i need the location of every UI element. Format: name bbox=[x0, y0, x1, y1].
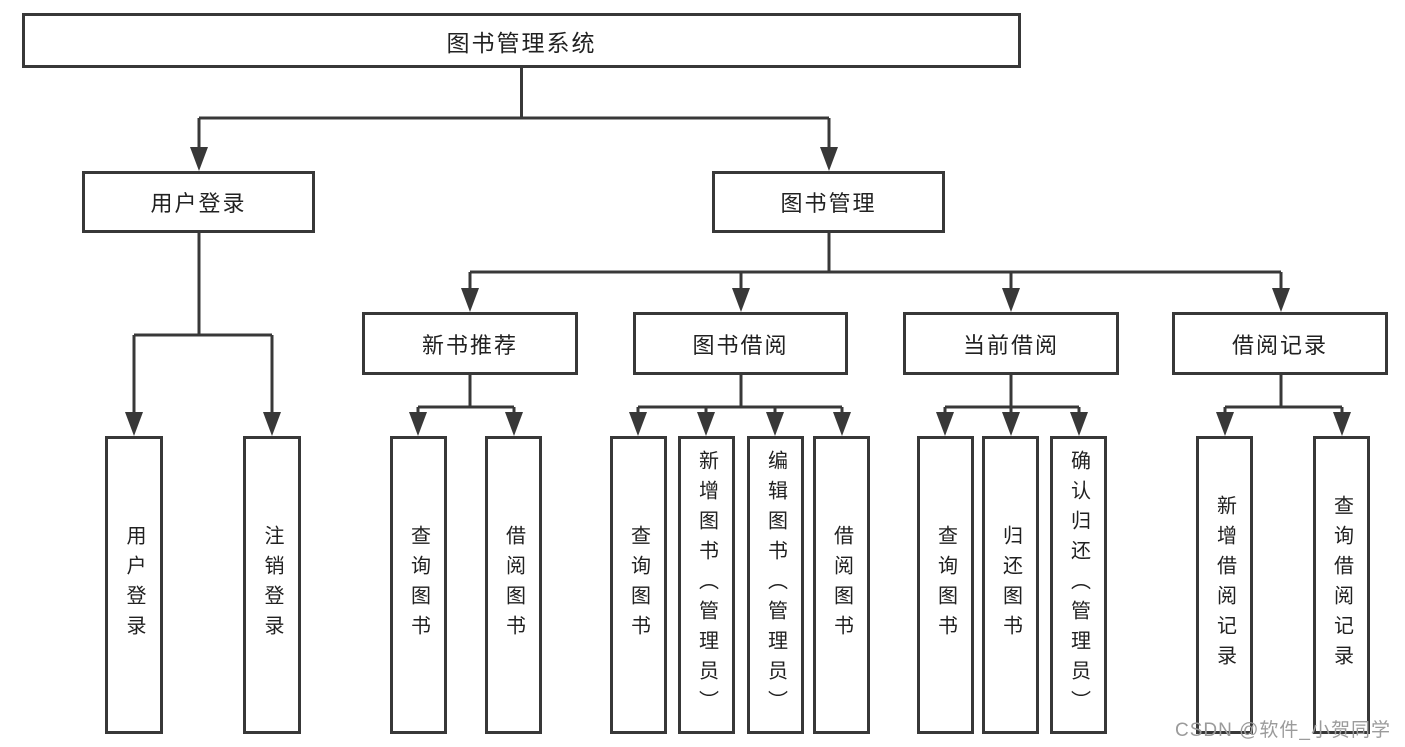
connector-bookmgmt-to-level3 bbox=[461, 232, 1290, 312]
node-library-system: 图书管理系统 bbox=[22, 13, 1021, 68]
leaf-query-book-recommend: 查询图书 bbox=[390, 436, 447, 734]
leaf-add-borrow-record: 新增借阅记录 bbox=[1196, 436, 1253, 734]
node-book-management: 图书管理 bbox=[712, 171, 945, 233]
leaf-query-book-current: 查询图书 bbox=[917, 436, 974, 734]
csdn-watermark: CSDN @软件_小贺同学 bbox=[1175, 720, 1391, 741]
leaf-query-book-borrow: 查询图书 bbox=[610, 436, 667, 734]
leaf-logout: 注销登录 bbox=[243, 436, 301, 734]
leaf-return-book: 归还图书 bbox=[982, 436, 1039, 734]
node-book-borrow: 图书借阅 bbox=[633, 312, 848, 375]
node-current-borrow: 当前借阅 bbox=[903, 312, 1119, 375]
connector-root-to-level2 bbox=[190, 68, 838, 171]
connector-newbook-to-leaves bbox=[409, 375, 523, 436]
leaf-edit-book-admin: 编辑图书（管理员） bbox=[747, 436, 804, 734]
leaf-borrow-book-recommend: 借阅图书 bbox=[485, 436, 542, 734]
connector-borrowrecord-to-leaves bbox=[1216, 375, 1351, 436]
leaf-confirm-return-admin: 确认归还（管理员） bbox=[1050, 436, 1107, 734]
connector-userlogin-to-leaves bbox=[125, 233, 281, 436]
connector-borrowmgmt-to-leaves bbox=[629, 375, 851, 436]
leaf-borrow-book: 借阅图书 bbox=[813, 436, 870, 734]
leaf-user-login: 用户登录 bbox=[105, 436, 163, 734]
leaf-add-book-admin: 新增图书（管理员） bbox=[678, 436, 735, 734]
node-new-book-recommend: 新书推荐 bbox=[362, 312, 578, 375]
node-borrow-record: 借阅记录 bbox=[1172, 312, 1388, 375]
node-user-login: 用户登录 bbox=[82, 171, 315, 233]
connector-currentborrow-to-leaves bbox=[936, 375, 1088, 436]
leaf-query-borrow-record: 查询借阅记录 bbox=[1313, 436, 1370, 734]
